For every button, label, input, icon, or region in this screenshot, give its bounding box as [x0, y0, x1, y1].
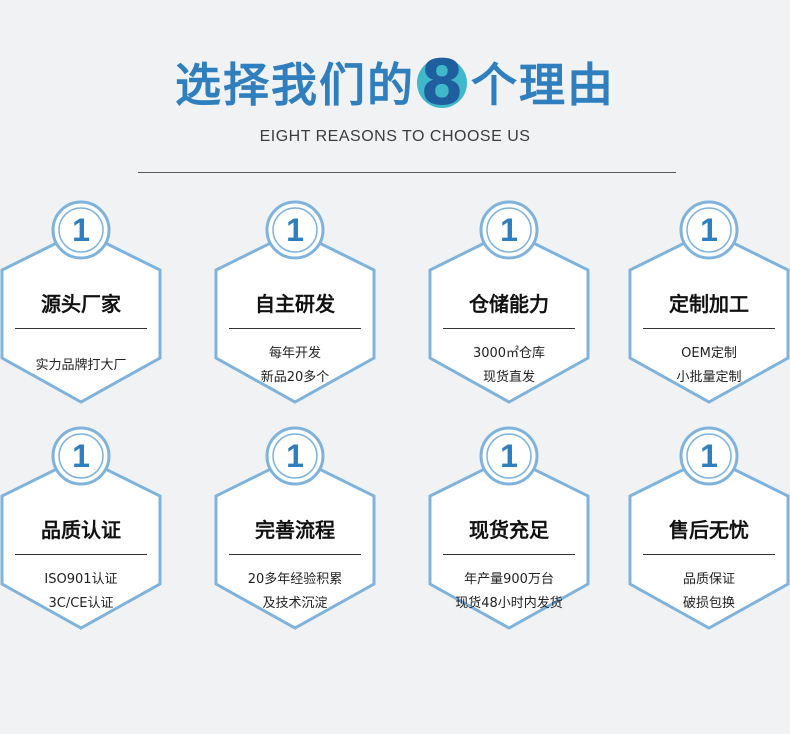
badge-number: 1: [286, 212, 304, 248]
reason-card: 1 完善流程 20多年经验积累及技术沉淀: [214, 426, 376, 656]
hexagon-frame: [428, 230, 590, 404]
badge-number: 1: [72, 438, 90, 474]
hexagon-frame: [214, 230, 376, 404]
badge-circle: [51, 426, 111, 486]
hexagon-frame: [428, 456, 590, 630]
reason-title: 自主研发: [255, 292, 335, 316]
hexagon-frame: [0, 456, 162, 630]
reason-divider: [229, 328, 361, 329]
reason-title: 源头厂家: [41, 292, 121, 316]
badge-circle: [479, 426, 539, 486]
badge-circle: [265, 426, 325, 486]
reason-description-line-1: OEM定制: [681, 346, 737, 361]
reason-title: 售后无忧: [669, 518, 749, 542]
reason-description-line-2: 及技术沉淀: [262, 596, 328, 611]
badge-circle: [265, 200, 325, 260]
reason-divider: [15, 328, 147, 329]
badge-number: 1: [286, 438, 304, 474]
reason-divider: [643, 554, 775, 555]
badge-circle: [51, 200, 111, 260]
reason-card: 1 品质认证 ISO901认证 3C/CE认证: [0, 426, 162, 656]
hexagon-frame: [0, 230, 162, 404]
reason-divider: [443, 328, 575, 329]
title-before: 选择我们的: [175, 58, 415, 112]
reason-description-line-1: 3000㎡仓库: [472, 346, 546, 361]
reason-description-line-2: 新品20多个: [260, 370, 330, 385]
reason-description-line-1: 年产量900万台: [464, 572, 554, 587]
reason-card: 1 自主研发每年开发新品20多个: [214, 200, 376, 430]
reason-divider: [643, 328, 775, 329]
reason-title: 定制加工: [669, 292, 749, 316]
reason-description-line-1: 品质保证: [682, 572, 735, 587]
title-number: 8: [420, 46, 466, 119]
badge-circle: [479, 200, 539, 260]
hexagon-frame: [628, 456, 790, 630]
title-number-circle: [417, 58, 467, 108]
badge-number: 1: [700, 212, 718, 248]
reason-description-line-1: 每年开发: [268, 346, 321, 361]
badge-circle: [679, 426, 739, 486]
hexagon-frame: [628, 230, 790, 404]
title-number-badge: 8: [417, 46, 469, 119]
reason-description-line-2: 破损包换: [682, 596, 735, 611]
reason-title: 仓储能力: [469, 292, 549, 316]
reason-card: 1 售后无忧品质保证破损包换: [628, 426, 790, 656]
reason-description-line-2: 小批量定制: [676, 370, 742, 385]
reason-card: 1 仓储能力 3000㎡仓库现货直发: [428, 200, 590, 430]
reason-divider: [229, 554, 361, 555]
badge-number: 1: [500, 212, 518, 248]
badge-number: 1: [700, 438, 718, 474]
reason-description-line-1: 20多年经验积累: [247, 572, 343, 587]
page-subtitle: EIGHT REASONS TO CHOOSE US: [259, 128, 531, 145]
reason-title: 现货充足: [469, 518, 549, 542]
reason-description-line-2: 现货直发: [482, 370, 535, 385]
reason-title: 完善流程: [255, 518, 335, 542]
hexagon-frame: [214, 456, 376, 630]
reason-title: 品质认证: [41, 518, 121, 542]
reason-divider: [15, 554, 147, 555]
reason-description-line-1: ISO901认证: [44, 572, 118, 587]
reason-card: 1 定制加工 OEM定制小批量定制: [628, 200, 790, 430]
badge-number: 1: [72, 212, 90, 248]
reason-card: 1 现货充足年产量900万台现货48小时内发货: [428, 426, 590, 656]
reason-divider: [443, 554, 575, 555]
title-after: 个理由: [471, 58, 615, 112]
reason-description-line-1: 实力品牌打大厂: [35, 358, 127, 373]
reason-card: 1 源头厂家实力品牌打大厂: [0, 200, 162, 430]
header-divider: [138, 172, 676, 173]
badge-circle: [679, 200, 739, 260]
badge-number: 1: [500, 438, 518, 474]
reason-description-line-2: 现货48小时内发货: [455, 596, 563, 611]
reason-description-line-2: 3C/CE认证: [48, 596, 114, 611]
